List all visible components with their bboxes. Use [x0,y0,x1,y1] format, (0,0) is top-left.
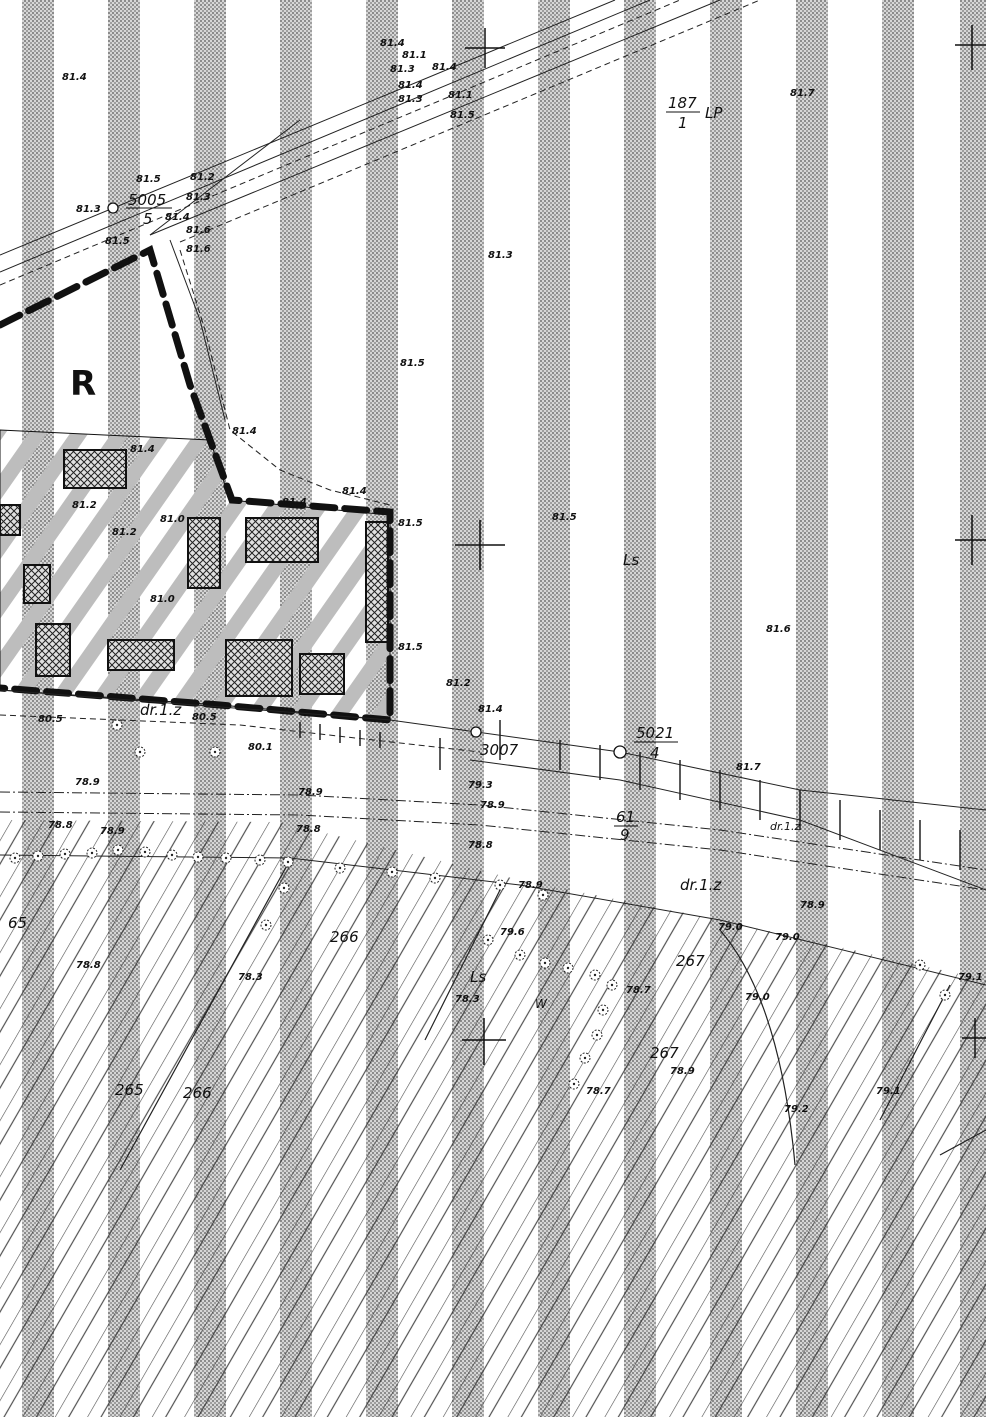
zone-label: R [70,364,96,404]
elevation: 81.4 [342,486,367,497]
parcel-number: 5005 [128,191,166,209]
elevation: 81.6 [186,225,211,236]
elevation: 78.8 [48,820,73,831]
elevation: 78.8 [76,960,101,971]
elevation: 81.4 [282,497,307,508]
elevation: 81.7 [790,88,815,99]
grid-crosses [455,25,986,1065]
elevation: 78.8 [468,840,493,851]
parcel-number: 3007 [480,741,519,759]
elevation: 79.0 [718,922,743,933]
elevation: 81.5 [450,110,475,121]
elevation: 79.6 [500,927,525,938]
parcel-sub: 9 [620,826,630,844]
elevation: 81.1 [402,50,427,61]
elevation: 79.1 [958,972,983,983]
parcel-number: 266 [183,1084,212,1102]
survey-points [107,202,627,759]
elevation: 81.3 [186,192,211,203]
land-use-label: LP [705,104,723,122]
elevation: 78.9 [800,900,825,911]
elevation: 78.7 [586,1086,611,1097]
elevation: 79.0 [775,932,800,943]
land-use-label: W [535,997,548,1011]
elevation: 81.5 [398,642,423,653]
parcel-number: 187 [668,94,697,112]
elevation: 81.5 [400,358,425,369]
fence-ticks [299,720,961,870]
elevation: 79.2 [784,1104,809,1115]
elevation: 79.3 [468,780,493,791]
elevation: 81.4 [432,62,457,73]
elevation: 78.8 [296,824,321,835]
road-lines-north [0,0,761,506]
parcel-number: 5021 [636,724,674,742]
elevation: 81.5 [552,512,577,523]
parcel-sub: 4 [650,744,660,762]
elevation: 78.9 [298,787,323,798]
land-use-label: Ls [623,551,639,569]
elevation: 78.3 [455,994,480,1005]
elevation: 81.6 [186,244,211,255]
elevation: 81.7 [736,762,761,773]
elevation: 81.2 [446,678,471,689]
elevation: 81.5 [136,174,161,185]
parcel-labels: 187 1 LP 5005 5 5021 4 3007 61 9 265 266… [8,94,723,1102]
elevation-labels: 81.4 81.4 81.1 81.3 81.4 81.4 81.3 81.1 … [38,38,983,1115]
elevation: 81.3 [390,64,415,75]
elevation: 79.1 [876,1086,901,1097]
elevation: 81.2 [112,527,137,538]
elevation: 78.9 [480,800,505,811]
elevation: 78.9 [670,1066,695,1077]
elevation: 81.1 [448,90,473,101]
elevation: 78.9 [518,880,543,891]
elevation: 81.0 [160,514,185,525]
elevation: 81.4 [232,426,257,437]
elevation: 78.9 [75,777,100,788]
elevation: 81.4 [62,72,87,83]
elevation: 80.5 [192,712,217,723]
road-label: dr.1.z [770,820,800,833]
land-use-label: Ls [470,968,486,986]
elevation: 81.4 [380,38,405,49]
elevation: 81.0 [150,594,175,605]
elevation: 81.4 [478,704,503,715]
elevation: 80.1 [248,742,273,753]
elevation: 80.5 [38,714,63,725]
parcel-number: 65 [8,914,27,932]
elevation: 81.3 [76,204,101,215]
elevation: 81.4 [165,212,190,223]
elevation: 81.5 [398,518,423,529]
land-use-labels: Ls Ls W dr.1.z dr.1.z dr.1.z [140,551,800,1011]
elevation: 78.7 [626,985,651,996]
parcel-number: 267 [676,952,705,970]
parcel-number: 267 [650,1044,679,1062]
elevation: 79.0 [745,992,770,1003]
buildings [0,449,389,697]
boundary-line [0,245,394,724]
elevation: 81.3 [398,94,423,105]
parcel-number: 266 [330,928,359,946]
parcel-number: 61 [616,808,635,826]
elevation: 81.2 [72,500,97,511]
elevation: 78.3 [238,972,263,983]
elevation: 78.9 [100,826,125,837]
road-label: dr.1.z [140,701,182,719]
parcel-sub: 5 [143,210,153,228]
survey-lines [119,859,986,1171]
road-label: dr.1.z [680,876,722,894]
southern-hatched-area [0,820,986,1417]
elevation: 81.5 [105,236,130,247]
elevation: 81.4 [398,80,423,91]
elevation: 81.4 [130,444,155,455]
elevation: 81.3 [488,250,513,261]
parcel-sub: 1 [678,114,688,132]
parcel-number: 265 [115,1081,144,1099]
elevation: 81.6 [766,624,791,635]
elevation: 81.2 [190,172,215,183]
